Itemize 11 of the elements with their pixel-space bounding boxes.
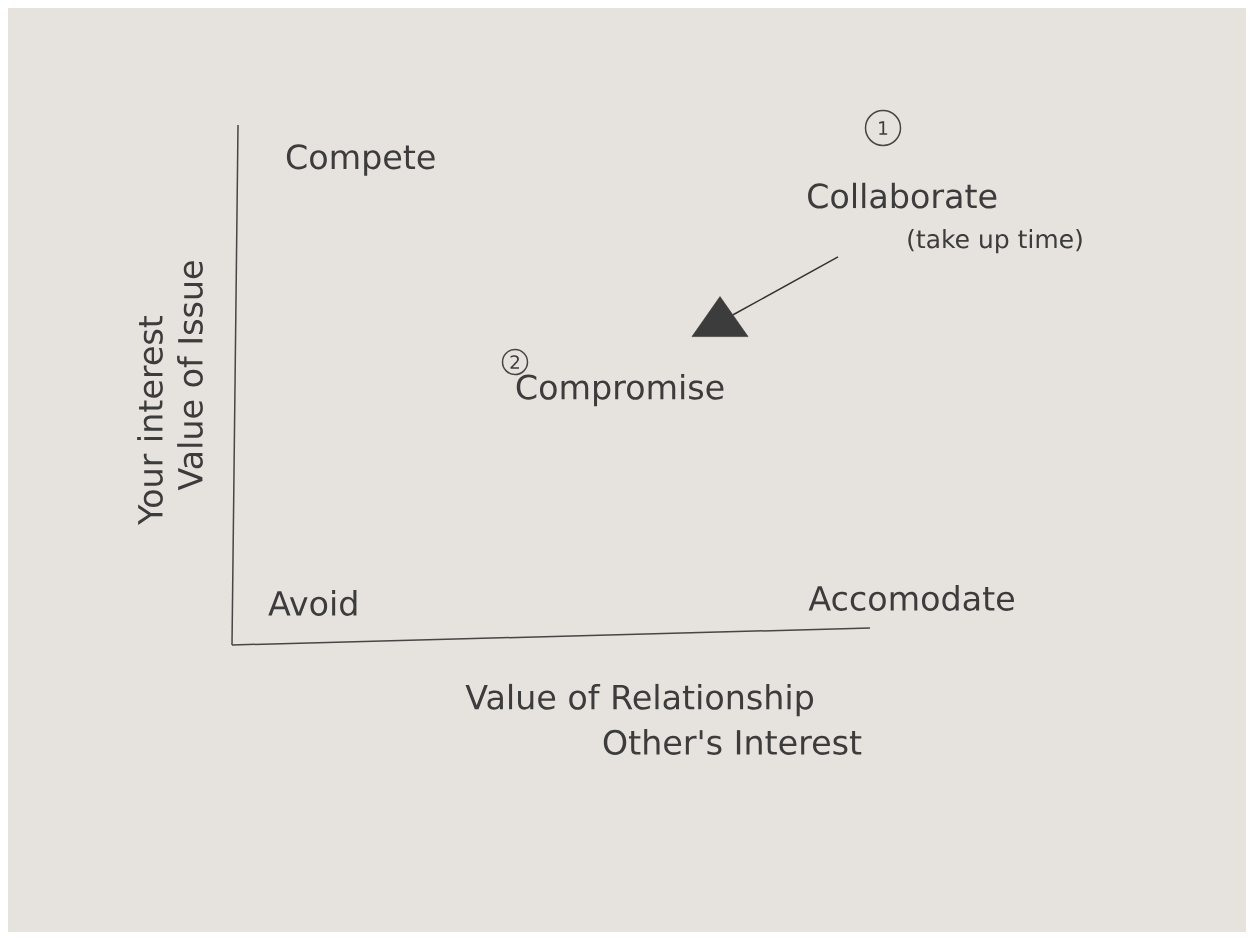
filled-triangle (691, 296, 749, 337)
quadrant-label: Compromise (516, 373, 724, 407)
quadrant-label: Compete (286, 144, 435, 176)
node-note: (take up time) (908, 229, 1082, 254)
node-heading: Collaborate (808, 182, 997, 209)
axis-title: Other's Interest (603, 729, 862, 755)
quadrant-label: Avoid (268, 590, 357, 616)
axis-title: Value of Issue (177, 261, 203, 491)
axis-title: Value of Relationship (465, 683, 813, 717)
axis-title: Your interest (137, 315, 163, 525)
quadrant-label: Accomodate (808, 585, 1014, 611)
